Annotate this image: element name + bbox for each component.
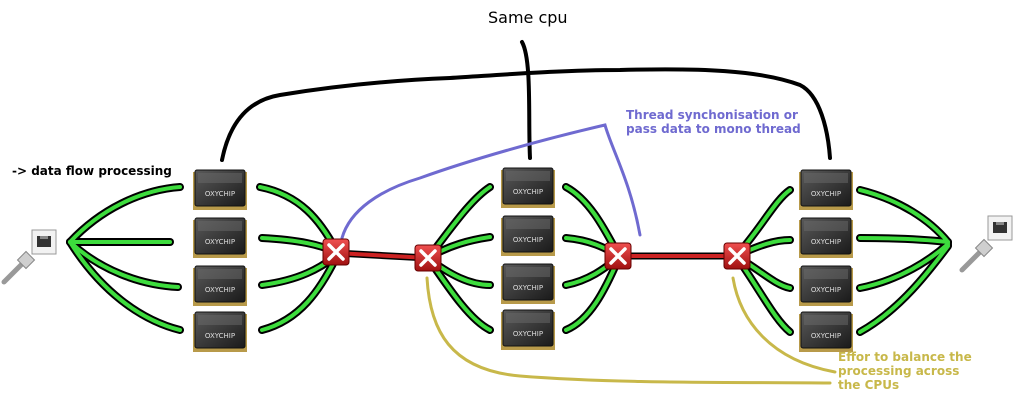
balance-label-line2: processing across (838, 364, 960, 378)
ethernet-plug-icon (962, 240, 992, 270)
cpu-chip-icon (500, 263, 556, 305)
cpu-chip-icon (192, 217, 248, 259)
cpu-chip-icon (500, 215, 556, 257)
balance-arrow (425, 276, 837, 385)
cpu-chip-icon (798, 311, 854, 353)
data-flow-label: -> data flow processing (12, 164, 172, 178)
ethernet-plug-icon (4, 252, 34, 282)
error-x-icon (603, 241, 633, 271)
ethernet-port-icon (987, 215, 1013, 241)
cpu-chip-icon (500, 167, 556, 209)
error-x-icon (722, 241, 752, 271)
error-x-icon (321, 237, 351, 267)
cpu-chip-icon (500, 309, 556, 351)
sync-label-line2: pass data to mono thread (626, 122, 801, 136)
balance-label: Effor to balance the processing across t… (838, 350, 1008, 392)
cpu-chip-icon (798, 217, 854, 259)
cpu-chip-icon (192, 169, 248, 211)
green-flow-lines (66, 183, 952, 336)
cpu-chip-icon (798, 265, 854, 307)
cpu-column-left (192, 169, 248, 353)
sync-arrow (340, 123, 642, 240)
cpu-column-middle (500, 167, 556, 351)
ethernet-port-icon (31, 229, 57, 255)
balance-label-line1: Effor to balance the (838, 350, 972, 364)
cpu-chip-icon (798, 169, 854, 211)
same-cpu-bracket (220, 40, 832, 162)
balance-label-line3: the CPUs (838, 378, 900, 392)
cpu-column-right (798, 169, 854, 353)
cpu-chip-icon (192, 265, 248, 307)
sync-label: Thread synchonisation or pass data to mo… (626, 108, 826, 136)
sync-label-line1: Thread synchonisation or (626, 108, 798, 122)
error-x-icon (413, 243, 443, 273)
diagram-title: Same cpu (488, 8, 568, 27)
cpu-chip-icon (192, 311, 248, 353)
